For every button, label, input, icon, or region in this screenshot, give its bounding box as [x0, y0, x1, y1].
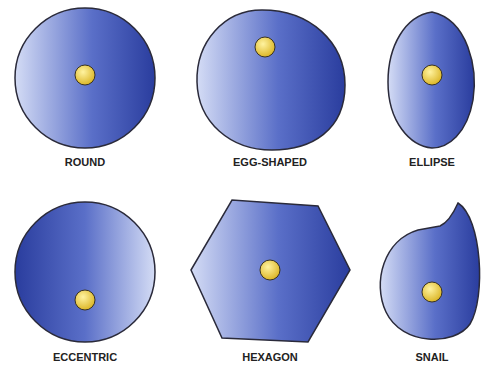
nucleus-dot: [75, 65, 95, 85]
shape-label: EGG-SHAPED: [233, 156, 307, 169]
nucleus-dot: [75, 290, 95, 310]
shape-label: ECCENTRIC: [53, 351, 117, 364]
nucleus-dot: [255, 37, 275, 57]
nucleus-dot: [422, 65, 442, 85]
nucleus-dot: [422, 282, 442, 302]
ellipse-shape: [388, 12, 474, 148]
round-shape: [15, 8, 155, 148]
eccentric-shape: [15, 202, 155, 342]
egg-shape: [197, 10, 345, 150]
shape-label: HEXAGON: [242, 351, 298, 364]
shape-label: ELLIPSE: [409, 156, 455, 169]
nucleus-dot: [260, 260, 280, 280]
hexagon-shape: [191, 200, 350, 342]
snail-shape: [380, 203, 479, 339]
shape-label: SNAIL: [416, 351, 449, 364]
shape-label: ROUND: [65, 156, 105, 169]
